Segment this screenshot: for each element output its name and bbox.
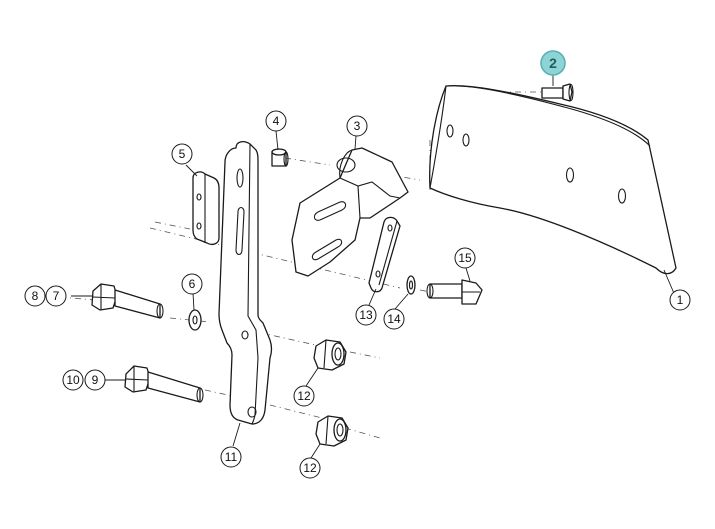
- callout-7-label: 7: [53, 289, 60, 303]
- callout-1-label: 1: [677, 293, 684, 307]
- callout-9: 9: [84, 369, 106, 391]
- part-6-washer: [188, 309, 202, 331]
- part-7-8-bolt-upper: [91, 283, 164, 319]
- callout-9-label: 9: [92, 373, 99, 387]
- callout-13-label: 13: [359, 308, 373, 322]
- callout-8-label: 8: [32, 289, 39, 303]
- callout-8: 8: [24, 285, 46, 307]
- callout-12-upper-label: 12: [297, 389, 311, 403]
- callout-10-label: 10: [66, 373, 80, 387]
- callout-5: 5: [171, 143, 193, 165]
- callout-3: 3: [346, 115, 368, 137]
- callout-14-label: 14: [387, 312, 401, 326]
- callout-3-label: 3: [354, 119, 361, 133]
- callout-15: 15: [454, 247, 476, 269]
- callout-1: 1: [669, 289, 691, 311]
- callout-12-upper: 12: [293, 385, 315, 407]
- callout-14: 14: [383, 308, 405, 330]
- part-12-nut-lower: [315, 415, 349, 447]
- part-12-nut-upper: [313, 339, 347, 371]
- part-14-washer: [406, 275, 416, 295]
- part-1-blade: [429, 85, 677, 275]
- leader-lines: [71, 74, 677, 459]
- callout-11: 11: [220, 446, 242, 468]
- callout-10: 10: [62, 369, 84, 391]
- callout-13: 13: [355, 304, 377, 326]
- callout-4: 4: [265, 110, 287, 132]
- callout-2-highlighted: 2: [540, 50, 566, 76]
- callout-12-lower-label: 12: [303, 461, 317, 475]
- part-9-10-bolt-lower: [124, 365, 204, 403]
- part-15-short-bolt: [426, 279, 483, 305]
- callout-6: 6: [181, 273, 203, 295]
- part-13-link-plate: [368, 216, 401, 293]
- callout-11-label: 11: [225, 450, 238, 464]
- callout-7: 7: [45, 285, 67, 307]
- part-11-arm: [218, 141, 273, 425]
- part-5-spacer: [192, 171, 220, 245]
- callout-2-label: 2: [549, 55, 557, 71]
- part-4-bushing: [271, 148, 289, 167]
- callout-12-lower: 12: [299, 457, 321, 479]
- callout-15-label: 15: [458, 251, 472, 265]
- callout-5-label: 5: [179, 147, 186, 161]
- part-3-bracket: [291, 147, 409, 277]
- callout-4-label: 4: [273, 114, 280, 128]
- callout-6-label: 6: [189, 277, 196, 291]
- part-2-screw: [541, 83, 574, 102]
